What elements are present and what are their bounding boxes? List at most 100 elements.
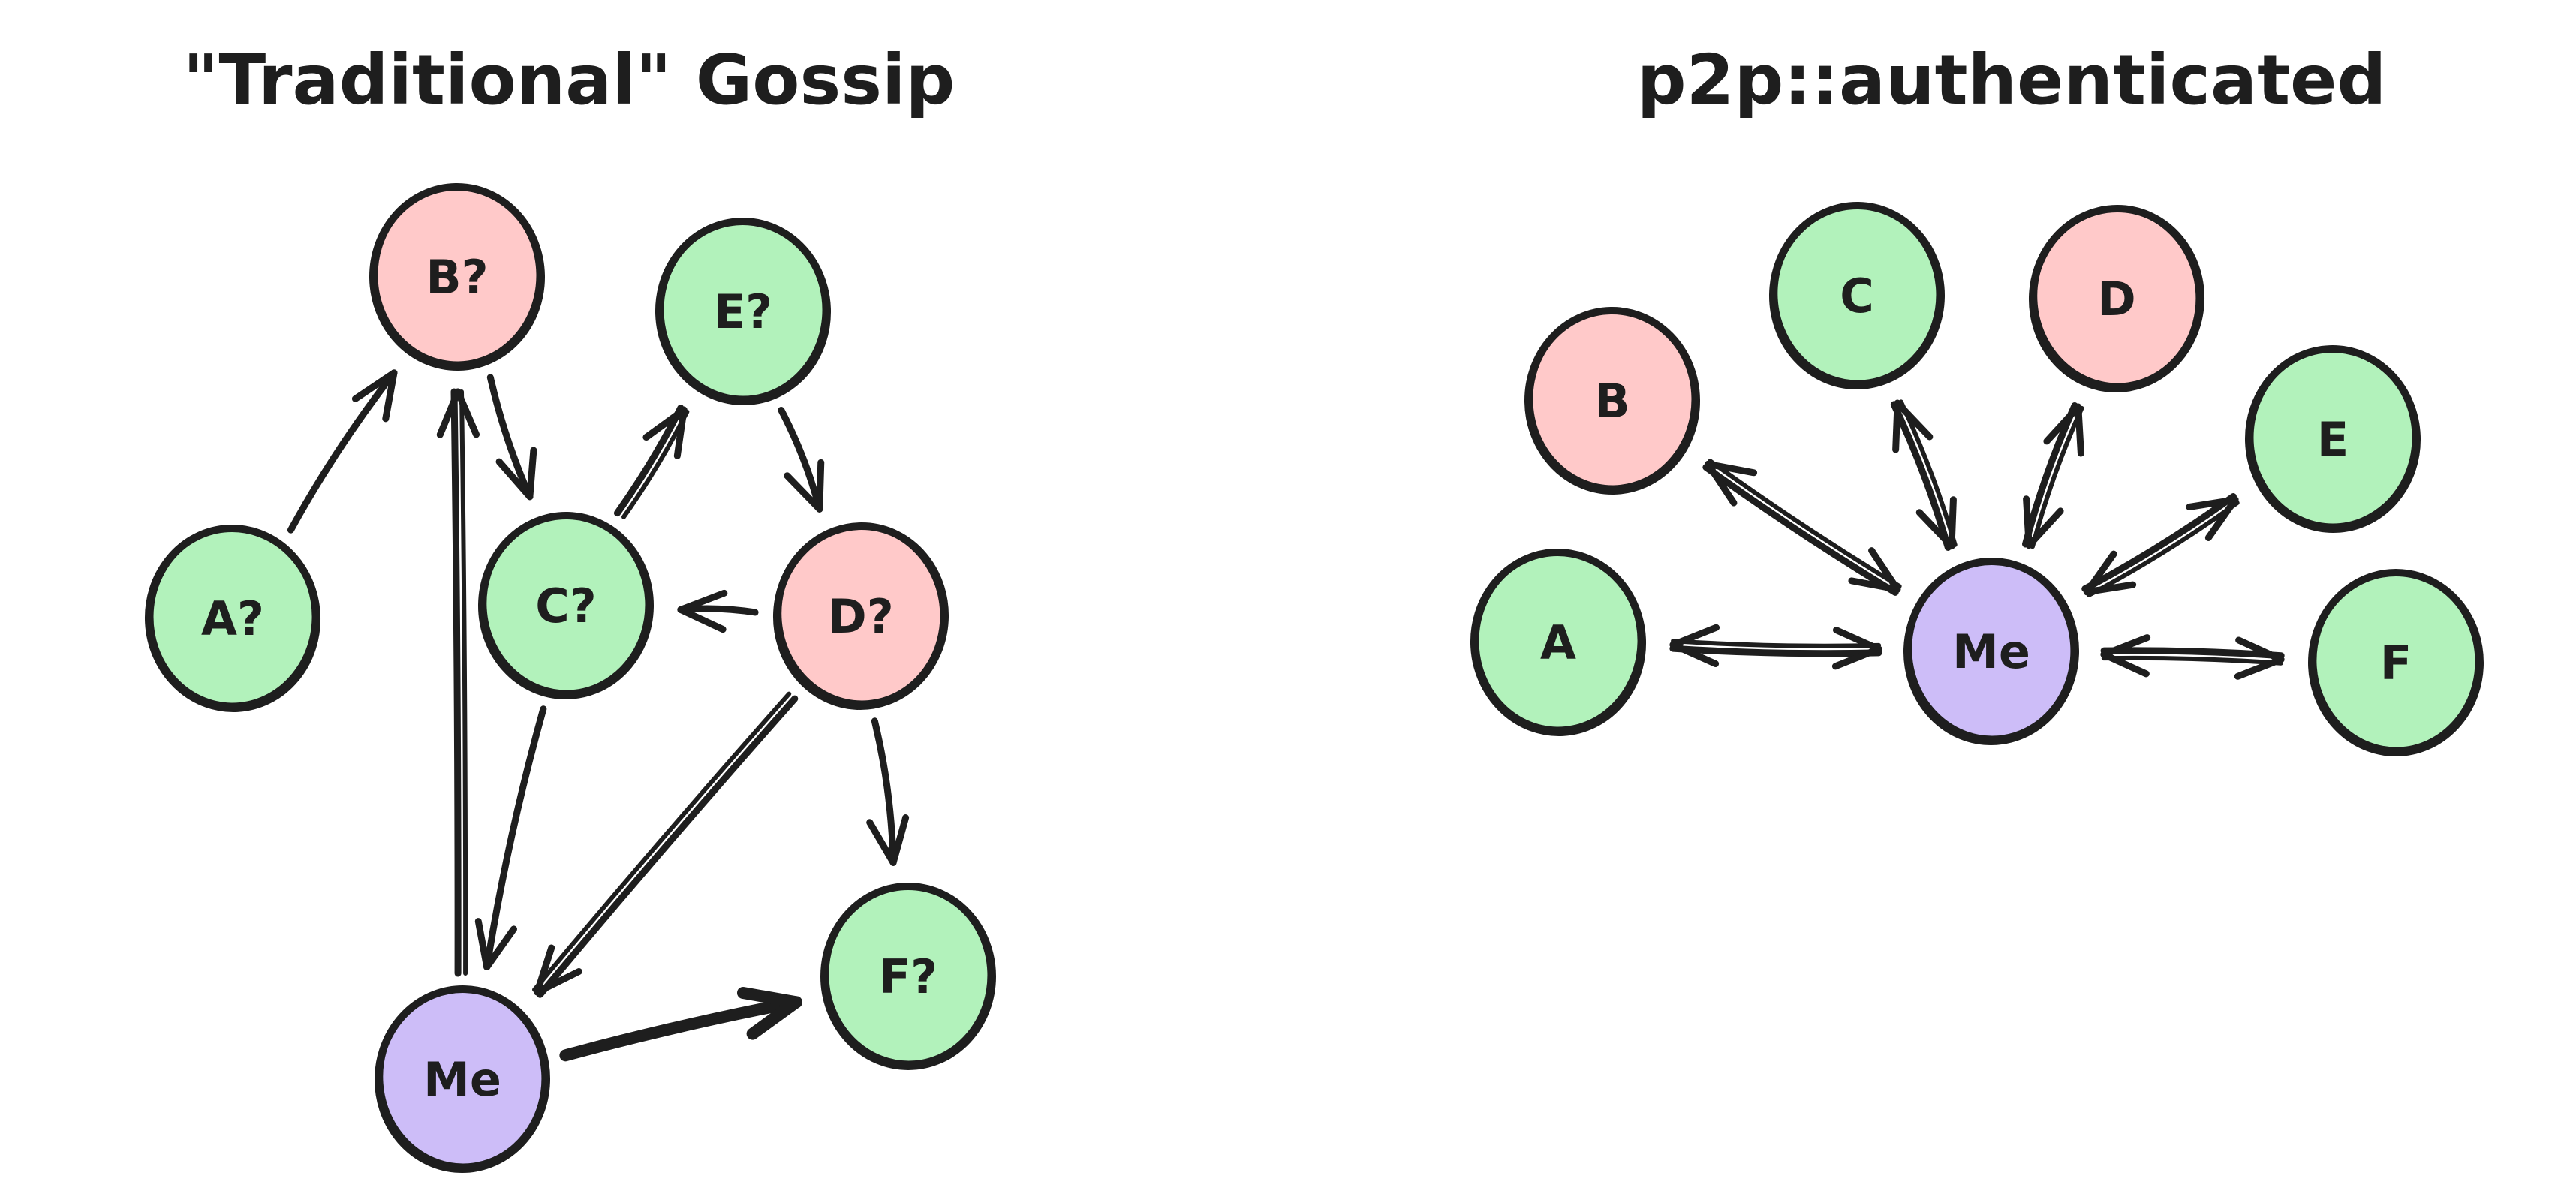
right-diagram-title: p2p::authenticated bbox=[1637, 40, 2387, 120]
arrowhead-stroke bbox=[2100, 634, 2151, 658]
arrowhead-stroke bbox=[351, 369, 398, 402]
edge-line bbox=[2087, 501, 2240, 598]
node-circle-overdraw bbox=[148, 525, 317, 708]
arrowhead-stroke bbox=[454, 388, 480, 438]
node-circle-overdraw bbox=[2248, 346, 2418, 529]
node-label: C? bbox=[535, 579, 596, 633]
edge-line bbox=[2030, 405, 2084, 549]
left-node-A: A? bbox=[144, 525, 321, 712]
right-edge-Me-A bbox=[1669, 624, 1882, 670]
right-edge-Me-D bbox=[2022, 402, 2084, 549]
arrowhead-stroke bbox=[534, 944, 555, 996]
arrowhead-stroke bbox=[1705, 460, 1738, 507]
left-edge-E-D bbox=[778, 407, 825, 513]
edge-line bbox=[483, 705, 547, 971]
left-edge-D-F bbox=[866, 717, 910, 866]
edge-line bbox=[2100, 647, 2285, 660]
arrowhead-stroke bbox=[866, 819, 897, 866]
left-node-C: C? bbox=[477, 512, 655, 699]
node-label: Me bbox=[1952, 624, 2030, 679]
left-edge-A-B bbox=[287, 369, 398, 534]
edge-line bbox=[532, 691, 792, 992]
edge-line bbox=[871, 717, 897, 866]
node-circle-overdraw bbox=[2311, 570, 2481, 753]
node-circle-overdraw bbox=[2032, 206, 2201, 389]
right-edge-Me-E bbox=[2081, 493, 2240, 598]
arrowhead-stroke bbox=[2204, 496, 2239, 541]
arrowhead-stroke bbox=[1669, 641, 1720, 668]
right-diagram-nodes: A B C D E F Me bbox=[1470, 202, 2484, 756]
arrowhead-stroke bbox=[642, 406, 688, 441]
arrowhead-stroke bbox=[673, 406, 688, 459]
arrowhead-stroke bbox=[2234, 656, 2285, 680]
right-edge-Me-F bbox=[2100, 634, 2285, 680]
arrowhead-stroke bbox=[677, 589, 728, 613]
left-edge-Me-F bbox=[559, 986, 802, 1062]
left-edge-C-E bbox=[613, 404, 690, 519]
arrowhead-stroke bbox=[816, 459, 825, 513]
node-circle-overdraw bbox=[776, 523, 946, 706]
arrowhead-stroke bbox=[1832, 627, 1882, 653]
left-node-Me: Me bbox=[374, 985, 551, 1173]
node-circle-overdraw bbox=[378, 986, 547, 1169]
node-label: E bbox=[2317, 412, 2349, 467]
edge-line bbox=[459, 389, 468, 976]
right-edge-Me-C bbox=[1890, 399, 1958, 551]
node-circle-overdraw bbox=[1527, 308, 1697, 491]
edge-line bbox=[2101, 655, 2283, 666]
right-node-C: C bbox=[1768, 202, 1946, 389]
node-label: A bbox=[1540, 615, 1576, 670]
node-label: A? bbox=[201, 591, 264, 646]
right-node-F: F bbox=[2308, 569, 2484, 756]
arrowhead-stroke bbox=[2186, 496, 2239, 510]
arrowhead-stroke bbox=[2043, 403, 2082, 445]
right-node-Me: Me bbox=[1903, 558, 2080, 745]
node-circle-overdraw bbox=[1906, 558, 2076, 741]
left-edge-Me-B bbox=[436, 388, 480, 977]
node-label: C bbox=[1840, 269, 1874, 323]
left-node-D: D? bbox=[772, 522, 949, 710]
left-diagram-edges bbox=[287, 369, 910, 1062]
edge-line bbox=[1890, 401, 1952, 551]
left-diagram-traditional-gossip: "Traditional" Gossip A?B?C?D?E?F?Me bbox=[144, 40, 996, 1173]
arrowhead-stroke bbox=[2075, 403, 2084, 457]
right-node-B: B bbox=[1524, 307, 1701, 495]
arrowhead-stroke bbox=[746, 996, 802, 1040]
edge-line bbox=[778, 407, 823, 513]
edge-line bbox=[486, 374, 534, 501]
node-circle-overdraw bbox=[1473, 549, 1643, 732]
arrowhead-stroke bbox=[1705, 460, 1758, 477]
arrowhead-stroke bbox=[474, 918, 491, 971]
arrowhead-stroke bbox=[495, 458, 534, 501]
arrowhead-stroke bbox=[1831, 645, 1882, 670]
right-diagram-p2p-authenticated: p2p::authenticated A B C DEF Me bbox=[1470, 40, 2484, 756]
arrowhead-stroke bbox=[2235, 636, 2285, 663]
arrowhead-stroke bbox=[889, 814, 910, 866]
node-label: F? bbox=[879, 949, 937, 1004]
edge-line bbox=[450, 388, 462, 977]
arrowhead-stroke bbox=[2083, 550, 2117, 596]
node-label: B? bbox=[426, 250, 488, 305]
node-circle-overdraw bbox=[372, 184, 542, 367]
node-circle-overdraw bbox=[823, 883, 993, 1066]
left-edge-D-Me bbox=[532, 691, 799, 998]
arrowhead-stroke bbox=[1669, 624, 1720, 648]
node-label: D? bbox=[828, 589, 893, 644]
edge-line bbox=[2081, 493, 2237, 593]
node-label: F bbox=[2380, 636, 2412, 690]
left-edge-D-C bbox=[677, 589, 759, 633]
edge-line bbox=[537, 695, 799, 998]
right-node-D: D bbox=[2028, 205, 2205, 392]
arrowhead-stroke bbox=[1848, 577, 1901, 593]
node-label: Me bbox=[423, 1052, 501, 1107]
arrowhead-stroke bbox=[736, 986, 802, 1009]
arrowhead-stroke bbox=[2025, 507, 2064, 549]
node-circle-overdraw bbox=[1772, 203, 1942, 386]
arrowhead-stroke bbox=[784, 472, 823, 513]
left-diagram-title: "Traditional" Gossip bbox=[183, 40, 955, 120]
arrowhead-stroke bbox=[1868, 547, 1901, 593]
node-circle-overdraw bbox=[481, 513, 651, 696]
edge-line bbox=[1669, 645, 1882, 657]
